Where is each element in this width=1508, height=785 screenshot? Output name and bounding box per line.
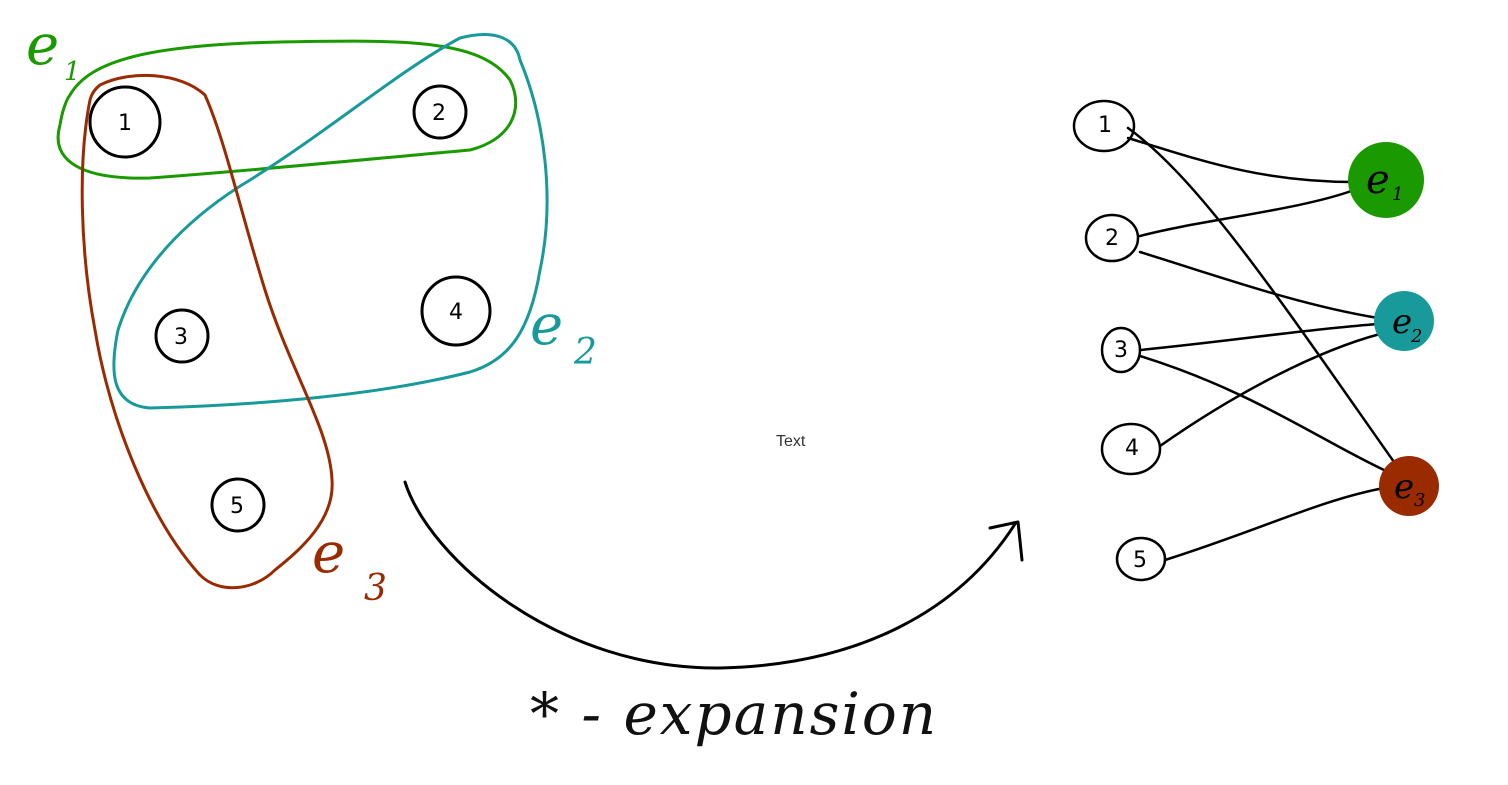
hyper-node-2: 2 bbox=[412, 84, 468, 140]
hyperedge-e3-outline bbox=[80, 73, 334, 590]
hyper-node-4-label: 4 bbox=[449, 300, 463, 325]
hyper-node-3-label: 3 bbox=[174, 325, 188, 350]
expansion-node-5-label: 5 bbox=[1133, 548, 1147, 573]
expansion-links bbox=[1126, 126, 1396, 562]
transform-arrow bbox=[403, 480, 1017, 670]
svg-text:e: e bbox=[1392, 302, 1412, 342]
svg-text:e: e bbox=[312, 521, 345, 586]
expansion-node-1: 1 bbox=[1072, 99, 1136, 153]
hyper-node-2-label: 2 bbox=[432, 101, 446, 126]
expansion-node-3: 3 bbox=[1100, 326, 1142, 374]
expansion-node-5: 5 bbox=[1115, 536, 1167, 582]
link-2-e1 bbox=[1138, 188, 1356, 238]
hyper-node-1-label: 1 bbox=[118, 111, 132, 136]
svg-text:e: e bbox=[1394, 467, 1414, 507]
link-1-e1 bbox=[1126, 136, 1356, 184]
svg-text:3: 3 bbox=[1414, 490, 1425, 511]
svg-text:e: e bbox=[26, 13, 59, 78]
caption-text: Text bbox=[776, 433, 806, 450]
hyperedge-e2-outline bbox=[112, 33, 549, 410]
expansion-node-3-label: 3 bbox=[1114, 338, 1128, 363]
expansion-edge-node-e2: e 2 bbox=[1374, 291, 1434, 351]
hyper-node-5-label: 5 bbox=[230, 494, 244, 519]
svg-text:2: 2 bbox=[573, 332, 597, 373]
svg-text:2: 2 bbox=[1410, 326, 1422, 347]
transform-arrowhead bbox=[988, 520, 1024, 562]
hyper-node-1: 1 bbox=[88, 85, 162, 159]
diagram-title: * - expansion bbox=[530, 680, 939, 748]
link-2-e2 bbox=[1138, 250, 1380, 320]
hyper-node-3: 3 bbox=[154, 308, 210, 364]
hyperedge-e1-label: e 1 bbox=[26, 13, 81, 87]
hyperedge-e2-label: e 2 bbox=[530, 293, 597, 373]
hyperedge-e3-label: e 3 bbox=[312, 521, 387, 609]
expansion-node-4-label: 4 bbox=[1125, 436, 1139, 461]
link-5-e3 bbox=[1163, 486, 1386, 562]
svg-text:e: e bbox=[1366, 157, 1390, 203]
expansion-edge-node-e1: e 1 bbox=[1348, 142, 1424, 218]
expansion-node-1-label: 1 bbox=[1098, 113, 1112, 138]
link-3-e3 bbox=[1138, 354, 1386, 472]
expansion-node-2: 2 bbox=[1084, 213, 1140, 263]
link-1-e3 bbox=[1126, 126, 1396, 464]
expansion-node-4: 4 bbox=[1100, 422, 1162, 476]
svg-text:1: 1 bbox=[64, 57, 81, 87]
link-4-e2 bbox=[1158, 332, 1382, 448]
hyperedge-e1-outline bbox=[56, 39, 518, 180]
svg-text:3: 3 bbox=[364, 568, 387, 609]
hyper-node-5: 5 bbox=[210, 477, 266, 533]
svg-text:1: 1 bbox=[1392, 184, 1403, 205]
expansion-edge-node-e3: e 3 bbox=[1379, 456, 1439, 516]
expansion-node-2-label: 2 bbox=[1105, 226, 1119, 251]
svg-text:e: e bbox=[530, 293, 563, 358]
hyper-node-4: 4 bbox=[420, 275, 492, 347]
link-3-e2 bbox=[1138, 322, 1380, 352]
